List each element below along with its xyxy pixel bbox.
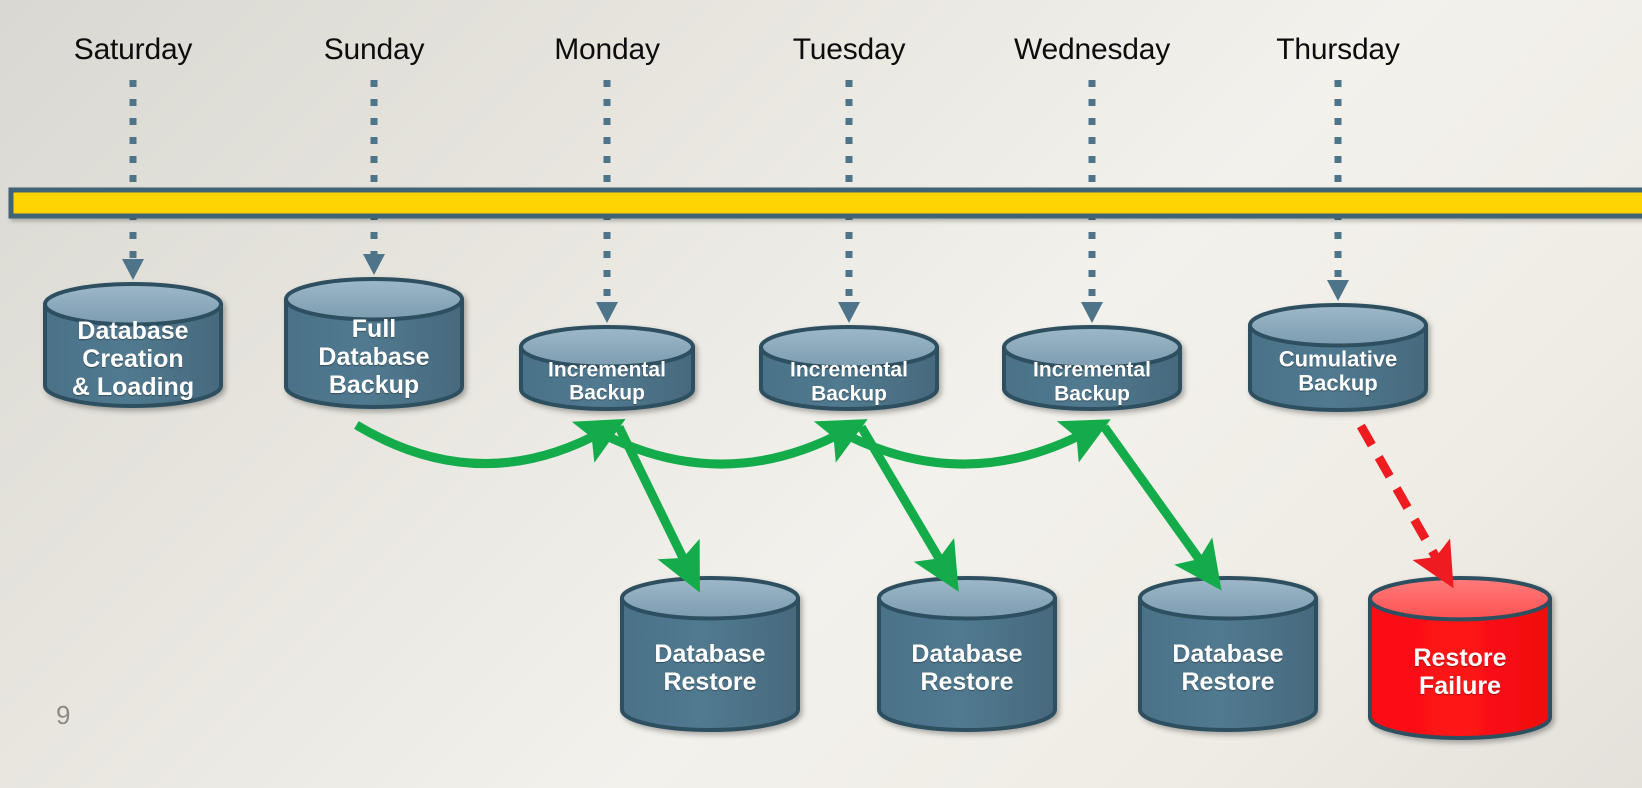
tick-line-tuesday [838, 80, 860, 323]
page-number: 9 [56, 700, 71, 730]
tick-line-monday [596, 80, 618, 323]
day-label-sunday: Sunday [323, 33, 425, 66]
cylinder-incremental-backup-wednesday [1002, 325, 1182, 411]
cylinder-database-restore-1 [620, 576, 800, 732]
cylinder-database-restore-2 [877, 576, 1057, 732]
cylinder-incremental-backup-tuesday [759, 325, 939, 411]
restore-arrow-3 [1100, 424, 1222, 591]
cylinder-cumulative-backup [1248, 303, 1428, 412]
chain-tuesday-to-wednesday [829, 419, 1111, 469]
timeline-bar-rect [8, 187, 1642, 219]
cylinder-database-creation-loading [43, 282, 223, 408]
day-label-saturday: Saturday [73, 33, 193, 66]
failure-arrow [1356, 423, 1454, 589]
day-label-monday: Monday [554, 33, 660, 66]
cylinder-database-restore-3 [1138, 576, 1318, 732]
tick-line-wednesday [1081, 80, 1103, 323]
cylinder-restore-failure [1368, 576, 1552, 740]
day-label-wednesday: Wednesday [1013, 33, 1171, 66]
cylinder-incremental-backup-monday [519, 325, 695, 411]
cylinder-group [43, 277, 1552, 740]
restore-arrow-1 [614, 425, 700, 593]
tick-line-saturday [122, 80, 144, 280]
arrow-group [354, 418, 1454, 593]
tick-line-sunday [363, 80, 385, 275]
chain-sunday-to-monday [354, 418, 626, 469]
tick-line-thursday [1327, 80, 1349, 301]
day-label-tuesday: Tuesday [792, 33, 906, 66]
day-label-thursday: Thursday [1276, 33, 1400, 66]
timeline-tick-lines [122, 80, 1349, 323]
cylinder-full-database-backup [284, 277, 464, 409]
restore-arrow-2 [857, 424, 959, 592]
timeline-bar [8, 187, 1642, 219]
